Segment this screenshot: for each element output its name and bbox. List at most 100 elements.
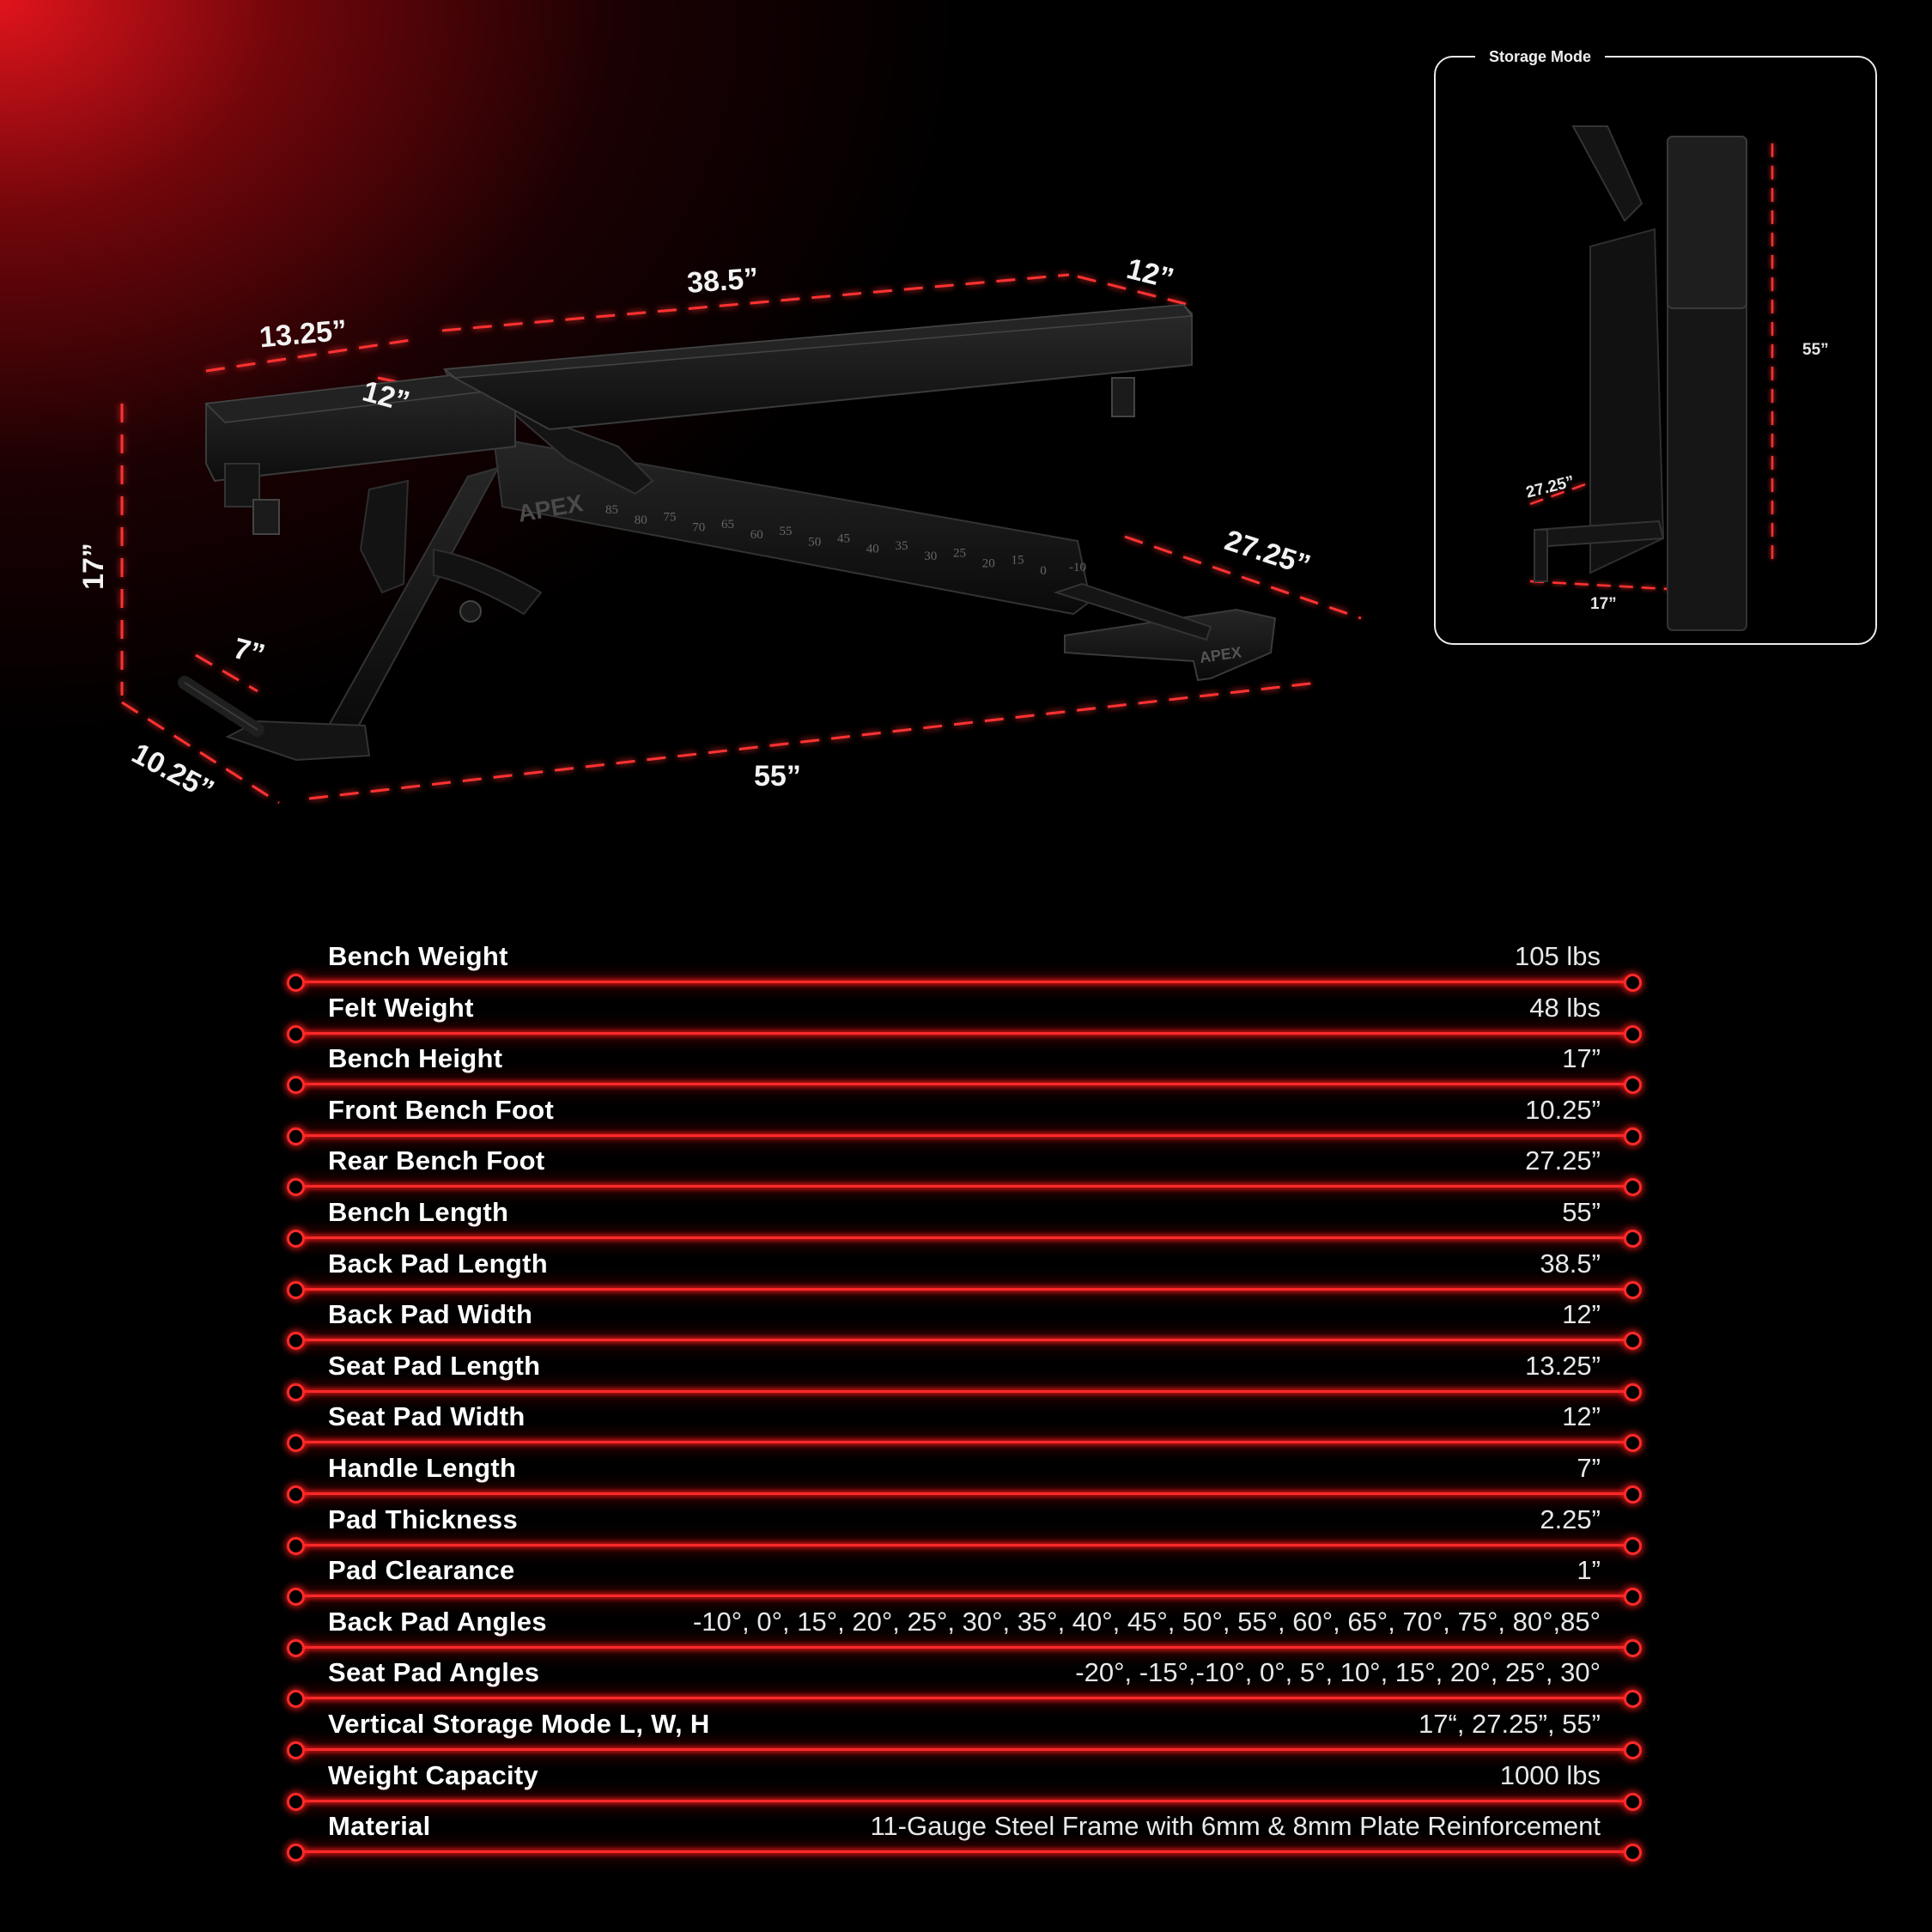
spec-dot-right (1624, 1434, 1642, 1453)
spec-dot-left (287, 1178, 305, 1197)
spec-dot-left (287, 1536, 305, 1555)
spec-label: Back Pad Width (328, 1299, 533, 1330)
spec-row: Bench Height 17” (285, 1040, 1643, 1095)
spec-label: Bench Weight (328, 941, 508, 971)
spec-label: Seat Pad Length (328, 1350, 541, 1381)
spec-dot-left (287, 1485, 305, 1504)
storage-mode-title: Storage Mode (1475, 47, 1606, 66)
spec-divider (297, 1850, 1631, 1854)
dim-height: 17” (76, 543, 110, 590)
spec-label: Pad Clearance (328, 1555, 515, 1586)
spec-dot-right (1624, 1792, 1642, 1811)
spec-value: 105 lbs (1515, 941, 1601, 971)
spec-divider (297, 1031, 1631, 1035)
storage-bench-drawing (1529, 125, 1774, 631)
spec-value: 12” (1562, 1401, 1601, 1432)
angle-scale-label: 20 (982, 556, 995, 570)
spec-dot-left (287, 1280, 305, 1299)
dimension-lines (120, 273, 1362, 805)
angle-scale-label: 65 (721, 518, 734, 532)
spec-divider (297, 1287, 1631, 1291)
spec-dot-right (1624, 1638, 1642, 1657)
spec-row: Bench Length 55” (285, 1194, 1643, 1248)
spec-row: Seat Pad Angles -20°, -15°,-10°, 0°, 5°, … (285, 1654, 1643, 1709)
spec-divider (297, 1083, 1631, 1086)
spec-dot-right (1624, 974, 1642, 992)
angle-scale-label: 40 (866, 543, 879, 556)
spec-value: -10°, 0°, 15°, 20°, 25°, 30°, 35°, 40°, … (692, 1606, 1601, 1637)
angle-scale-label: -10 (1069, 561, 1086, 574)
angle-scale-label: 0 (1040, 564, 1047, 578)
spec-dot-right (1624, 1536, 1642, 1555)
spec-dot-left (287, 1024, 305, 1043)
spec-dot-right (1624, 1280, 1642, 1299)
spec-label: Seat Pad Angles (328, 1657, 540, 1688)
spec-dot-right (1624, 1332, 1642, 1351)
spec-value: 27.25” (1525, 1145, 1601, 1176)
spec-divider (297, 1492, 1631, 1495)
spec-divider (297, 1185, 1631, 1188)
spec-dot-left (287, 974, 305, 992)
spec-row: Seat Pad Width 12” (285, 1398, 1643, 1453)
spec-dot-right (1624, 1382, 1642, 1401)
spec-divider (297, 1645, 1631, 1649)
spec-label: Weight Capacity (328, 1759, 539, 1790)
spec-dot-right (1624, 1127, 1642, 1145)
spec-divider (297, 1595, 1631, 1598)
spec-row: Pad Clearance 1” (285, 1552, 1643, 1607)
spec-label: Bench Height (328, 1043, 503, 1074)
spec-divider (297, 1799, 1631, 1802)
spec-value: 13.25” (1525, 1350, 1601, 1381)
spec-label: Bench Length (328, 1196, 509, 1227)
spec-label: Material (328, 1811, 431, 1842)
spec-value: 48 lbs (1529, 992, 1601, 1023)
spec-label: Back Pad Length (328, 1248, 548, 1279)
spec-label: Seat Pad Width (328, 1401, 526, 1432)
spec-label: Felt Weight (328, 992, 474, 1023)
storage-height: 55” (1802, 341, 1829, 359)
dim-back-pad-length: 38.5” (685, 262, 760, 300)
spec-row: Seat Pad Length 13.25” (285, 1347, 1643, 1401)
storage-mode-panel: Storage Mode 55” 27.25” 17” (1434, 47, 1877, 645)
spec-dot-left (287, 1434, 305, 1453)
angle-scale-label: 85 (605, 503, 618, 517)
angle-scale-label: 25 (953, 546, 966, 560)
angle-scale-label: 50 (808, 535, 821, 549)
spec-value: 17” (1562, 1043, 1601, 1074)
spec-label: Pad Thickness (328, 1504, 518, 1534)
spec-row: Felt Weight 48 lbs (285, 989, 1643, 1043)
angle-scale-label: 15 (1012, 554, 1024, 568)
spec-dot-right (1624, 1178, 1642, 1197)
angle-scale-label: 75 (664, 510, 677, 524)
spec-divider (297, 1133, 1631, 1137)
spec-dot-left (287, 1741, 305, 1759)
spec-dot-left (287, 1792, 305, 1811)
spec-value: 55” (1562, 1196, 1601, 1227)
spec-value: 1” (1577, 1555, 1601, 1586)
angle-scale-label: 60 (750, 528, 763, 542)
spec-dot-right (1624, 1741, 1642, 1759)
storage-width: 17” (1590, 595, 1617, 613)
spec-dot-right (1624, 1588, 1642, 1607)
spec-divider (297, 1747, 1631, 1751)
spec-divider (297, 981, 1631, 983)
spec-dot-left (287, 1076, 305, 1095)
spec-dot-right (1624, 1690, 1642, 1709)
spec-dot-right (1624, 1485, 1642, 1504)
spec-dot-left (287, 1638, 305, 1657)
spec-dot-left (287, 1332, 305, 1351)
spec-value: -20°, -15°,-10°, 0°, 5°, 10°, 15°, 20°, … (1075, 1657, 1601, 1688)
angle-scale-label: 70 (692, 521, 705, 535)
